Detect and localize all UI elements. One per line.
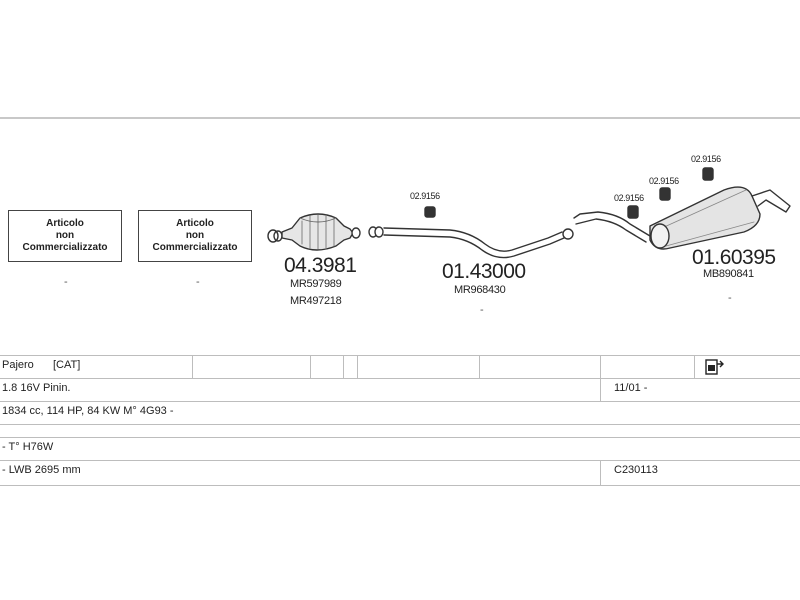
- column-divider: [600, 379, 601, 401]
- column-divider: [343, 356, 344, 378]
- column-divider: [600, 461, 601, 485]
- not-available-box-2: Articolo non Commercializzato: [138, 210, 252, 262]
- part-code-pipe[interactable]: 01.43000: [442, 260, 526, 283]
- reference-code: C230113: [614, 464, 658, 476]
- not-available-text-3: Commercializzato: [152, 242, 238, 253]
- not-available-text-1: Articolo: [176, 218, 214, 229]
- oe-number: MR968430: [454, 284, 506, 296]
- part-dash-2: -: [728, 292, 732, 304]
- catalytic-converter-part[interactable]: [267, 213, 361, 251]
- vehicle-row-engine: 1.8 16V Pinin. 11/01 -: [0, 378, 800, 401]
- rear-silencer-part[interactable]: [573, 167, 791, 250]
- engine-version: 1.8 16V Pinin.: [2, 382, 71, 394]
- model-name: Pajero: [2, 359, 34, 371]
- exhaust-system-drawing: [267, 167, 791, 259]
- column-divider: [310, 356, 311, 378]
- vehicle-row-type: - T° H76W: [0, 437, 800, 460]
- hanger-code-2[interactable]: 02.9156: [614, 193, 644, 203]
- column-divider: [479, 356, 480, 378]
- production-date: 11/01 -: [614, 382, 648, 394]
- not-available-text-2: non: [55, 230, 75, 241]
- vehicle-row-wheelbase: - LWB 2695 mm C230113: [0, 460, 800, 486]
- column-divider: [357, 356, 358, 378]
- not-available-box-1: Articolo non Commercializzato: [8, 210, 122, 262]
- column-divider: [600, 356, 601, 378]
- column-divider: [192, 356, 193, 378]
- hanger-code-1[interactable]: 02.9156: [410, 191, 440, 201]
- oe-number: MB890841: [703, 268, 754, 280]
- part-dash-1: -: [480, 304, 484, 316]
- not-available-text-2: non: [185, 230, 205, 241]
- not-available-text-3: Commercializzato: [22, 242, 108, 253]
- wheelbase: - LWB 2695 mm: [2, 464, 81, 476]
- oe-number: MR597989: [290, 278, 342, 290]
- vehicle-type: - T° H76W: [2, 441, 54, 453]
- vehicle-row-model: Pajero [CAT]: [0, 355, 800, 378]
- not-available-text-1: Articolo: [46, 218, 84, 229]
- vehicle-row-spec: 1834 cc, 114 HP, 84 KW M° 4G93 -: [0, 401, 800, 424]
- column-divider: [694, 356, 695, 378]
- hanger-code-4[interactable]: 02.9156: [691, 154, 721, 164]
- part-code-silencer[interactable]: 01.60395: [692, 246, 776, 269]
- hanger-code-3[interactable]: 02.9156: [649, 176, 679, 186]
- engine-spec: 1834 cc, 114 HP, 84 KW M° 4G93 -: [2, 405, 174, 417]
- model-variant: [CAT]: [53, 359, 81, 371]
- intermediate-pipe-part[interactable]: [368, 206, 574, 259]
- not-available-dash-1: -: [64, 276, 68, 288]
- part-code-catalytic[interactable]: 04.3981: [284, 254, 357, 277]
- document-arrow-icon[interactable]: [705, 358, 725, 376]
- oe-number: MR497218: [290, 295, 342, 307]
- header-divider: [0, 117, 800, 119]
- not-available-dash-2: -: [196, 276, 200, 288]
- vehicle-row-blank: [0, 424, 800, 437]
